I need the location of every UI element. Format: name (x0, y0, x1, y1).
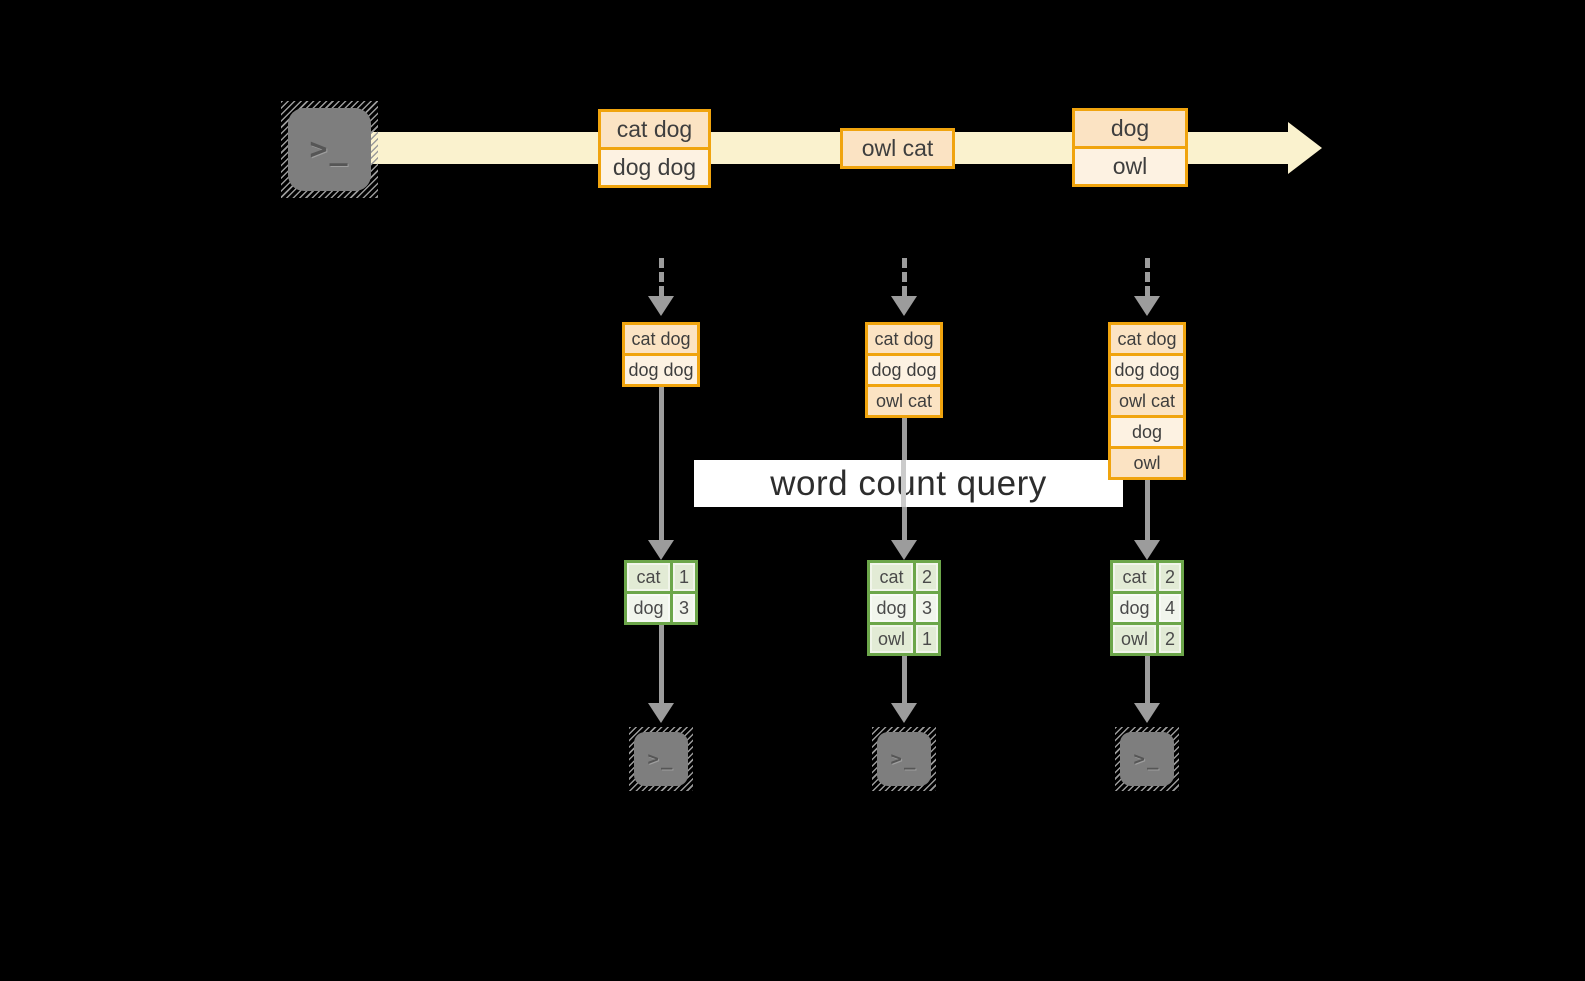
word-count-table-3: cat 2 dog 4 owl 2 (1110, 560, 1184, 656)
state-buffer-box-1: cat dog dog dog (622, 322, 700, 387)
terminal-source-screen: >_ (288, 108, 371, 191)
count-cell: 3 (916, 594, 938, 622)
terminal-prompt-glyph: >_ (890, 748, 918, 770)
stream-event-line: owl (1075, 149, 1185, 184)
result-arrow-1 (648, 625, 674, 723)
word-cell: cat (627, 563, 670, 591)
stream-event-box-1: cat dog dog dog (598, 109, 711, 188)
terminal-prompt-glyph: >_ (647, 748, 675, 770)
state-line: dog dog (625, 356, 697, 384)
result-arrow-3 (1134, 656, 1160, 723)
result-arrow-head (891, 703, 917, 723)
batch-arrow-head (891, 296, 917, 316)
result-arrow-shaft (1144, 656, 1150, 703)
result-arrow-head (1134, 703, 1160, 723)
count-cell: 2 (1159, 625, 1181, 653)
word-cell: dog (627, 594, 670, 622)
stream-event-line: dog (1075, 111, 1185, 146)
stream-event-line: dog dog (601, 150, 708, 185)
state-line: owl cat (1111, 387, 1183, 415)
terminal-output-screen: >_ (877, 732, 931, 786)
state-buffer-box-3: cat dog dog dog owl cat dog owl (1108, 322, 1186, 480)
state-line: cat dog (868, 325, 940, 353)
terminal-output-screen: >_ (1120, 732, 1174, 786)
word-count-table-2: cat 2 dog 3 owl 1 (867, 560, 941, 656)
terminal-output-screen: >_ (634, 732, 688, 786)
result-arrow-head (648, 703, 674, 723)
state-line: cat dog (1111, 325, 1183, 353)
terminal-source-icon: >_ (281, 101, 378, 198)
terminal-output-icon-1: >_ (629, 727, 693, 791)
batch-arrow-head (1134, 296, 1160, 316)
count-cell: 2 (1159, 563, 1181, 591)
query-label: word count query (770, 463, 1047, 503)
state-line: owl cat (868, 387, 940, 415)
result-arrow-shaft (901, 656, 907, 703)
count-cell: 2 (916, 563, 938, 591)
arrow-over-band-segment (901, 460, 906, 507)
stream-event-box-3: dog owl (1072, 108, 1188, 187)
count-cell: 1 (673, 563, 695, 591)
state-line: dog dog (1111, 356, 1183, 384)
query-input-arrow-1 (648, 387, 674, 560)
batch-arrow-2 (891, 258, 917, 316)
word-cell: owl (870, 625, 913, 653)
terminal-output-icon-2: >_ (872, 727, 936, 791)
state-line: cat dog (625, 325, 697, 353)
batch-arrow-shaft (901, 258, 907, 296)
query-input-arrow-shaft (1144, 480, 1150, 540)
word-cell: cat (1113, 563, 1156, 591)
word-cell: owl (1113, 625, 1156, 653)
terminal-prompt-glyph: >_ (309, 132, 350, 167)
count-cell: 3 (673, 594, 695, 622)
word-cell: dog (1113, 594, 1156, 622)
word-cell: cat (870, 563, 913, 591)
word-count-table-1: cat 1 dog 3 (624, 560, 698, 625)
count-cell: 4 (1159, 594, 1181, 622)
batch-arrow-3 (1134, 258, 1160, 316)
stream-arrow-head (1288, 122, 1322, 174)
result-arrow-2 (891, 656, 917, 723)
stream-event-line: owl cat (843, 131, 952, 166)
batch-arrow-shaft (1144, 258, 1150, 296)
query-input-arrow-head (648, 540, 674, 560)
result-arrow-shaft (658, 625, 664, 703)
state-line: owl (1111, 449, 1183, 477)
terminal-output-icon-3: >_ (1115, 727, 1179, 791)
stream-event-line: cat dog (601, 112, 708, 147)
query-input-arrow-head (891, 540, 917, 560)
batch-arrow-shaft (658, 258, 664, 296)
count-cell: 1 (916, 625, 938, 653)
state-line: dog dog (868, 356, 940, 384)
query-input-arrow-shaft (658, 387, 664, 540)
terminal-prompt-glyph: >_ (1133, 748, 1161, 770)
batch-arrow-head (648, 296, 674, 316)
query-input-arrow-head (1134, 540, 1160, 560)
stream-event-box-2: owl cat (840, 128, 955, 169)
state-buffer-box-2: cat dog dog dog owl cat (865, 322, 943, 418)
query-band: word count query (694, 460, 1123, 507)
state-line: dog (1111, 418, 1183, 446)
query-input-arrow-3 (1134, 480, 1160, 560)
word-cell: dog (870, 594, 913, 622)
batch-arrow-1 (648, 258, 674, 316)
